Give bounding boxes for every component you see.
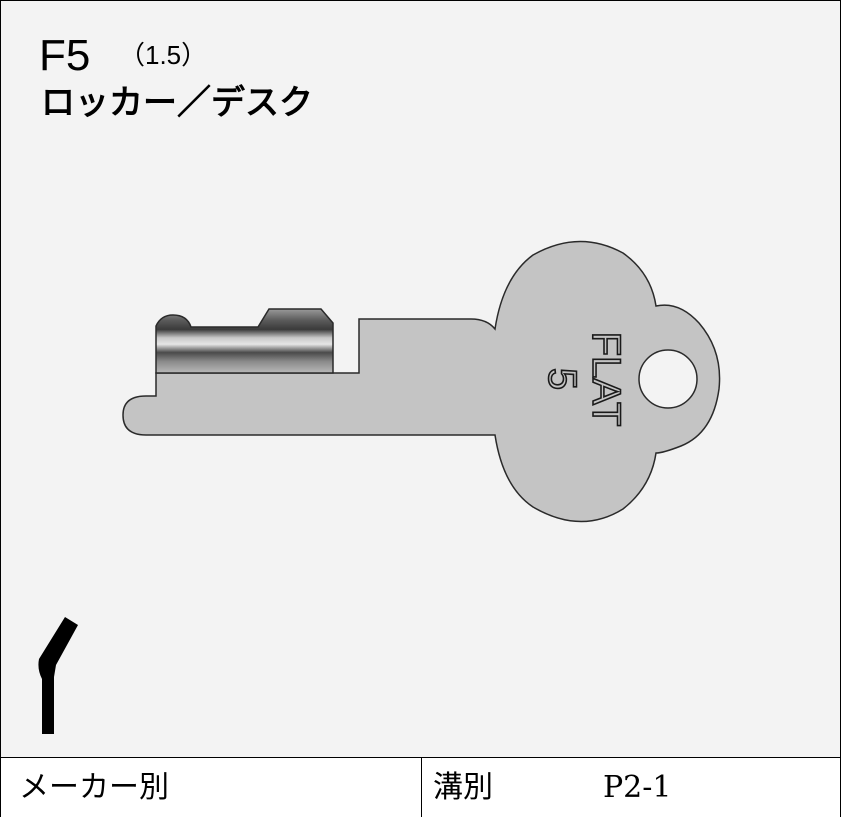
key-category-subtitle: ロッカー／デスク [41, 83, 313, 123]
key-cross-section-profile [38, 617, 78, 734]
key-model-title: F5 [39, 31, 91, 80]
footer-table: メーカー別 溝別 P2-1 [1, 757, 840, 817]
key-illustration: FLAT 5 [122, 240, 721, 523]
key-body-shape [122, 240, 721, 523]
key-stamp: FLAT 5 [539, 331, 629, 427]
groove-label: 溝別 [433, 770, 493, 805]
maker-label: メーカー別 [19, 770, 169, 805]
key-stamp-line2: 5 [540, 368, 584, 390]
footer-divider [421, 758, 422, 817]
key-groove-bitting [155, 308, 334, 374]
key-size-code: （1.5） [119, 40, 208, 70]
groove-value: P2-1 [603, 770, 672, 805]
key-ring-hole [638, 349, 698, 409]
key-stamp-line1: FLAT [584, 332, 628, 427]
